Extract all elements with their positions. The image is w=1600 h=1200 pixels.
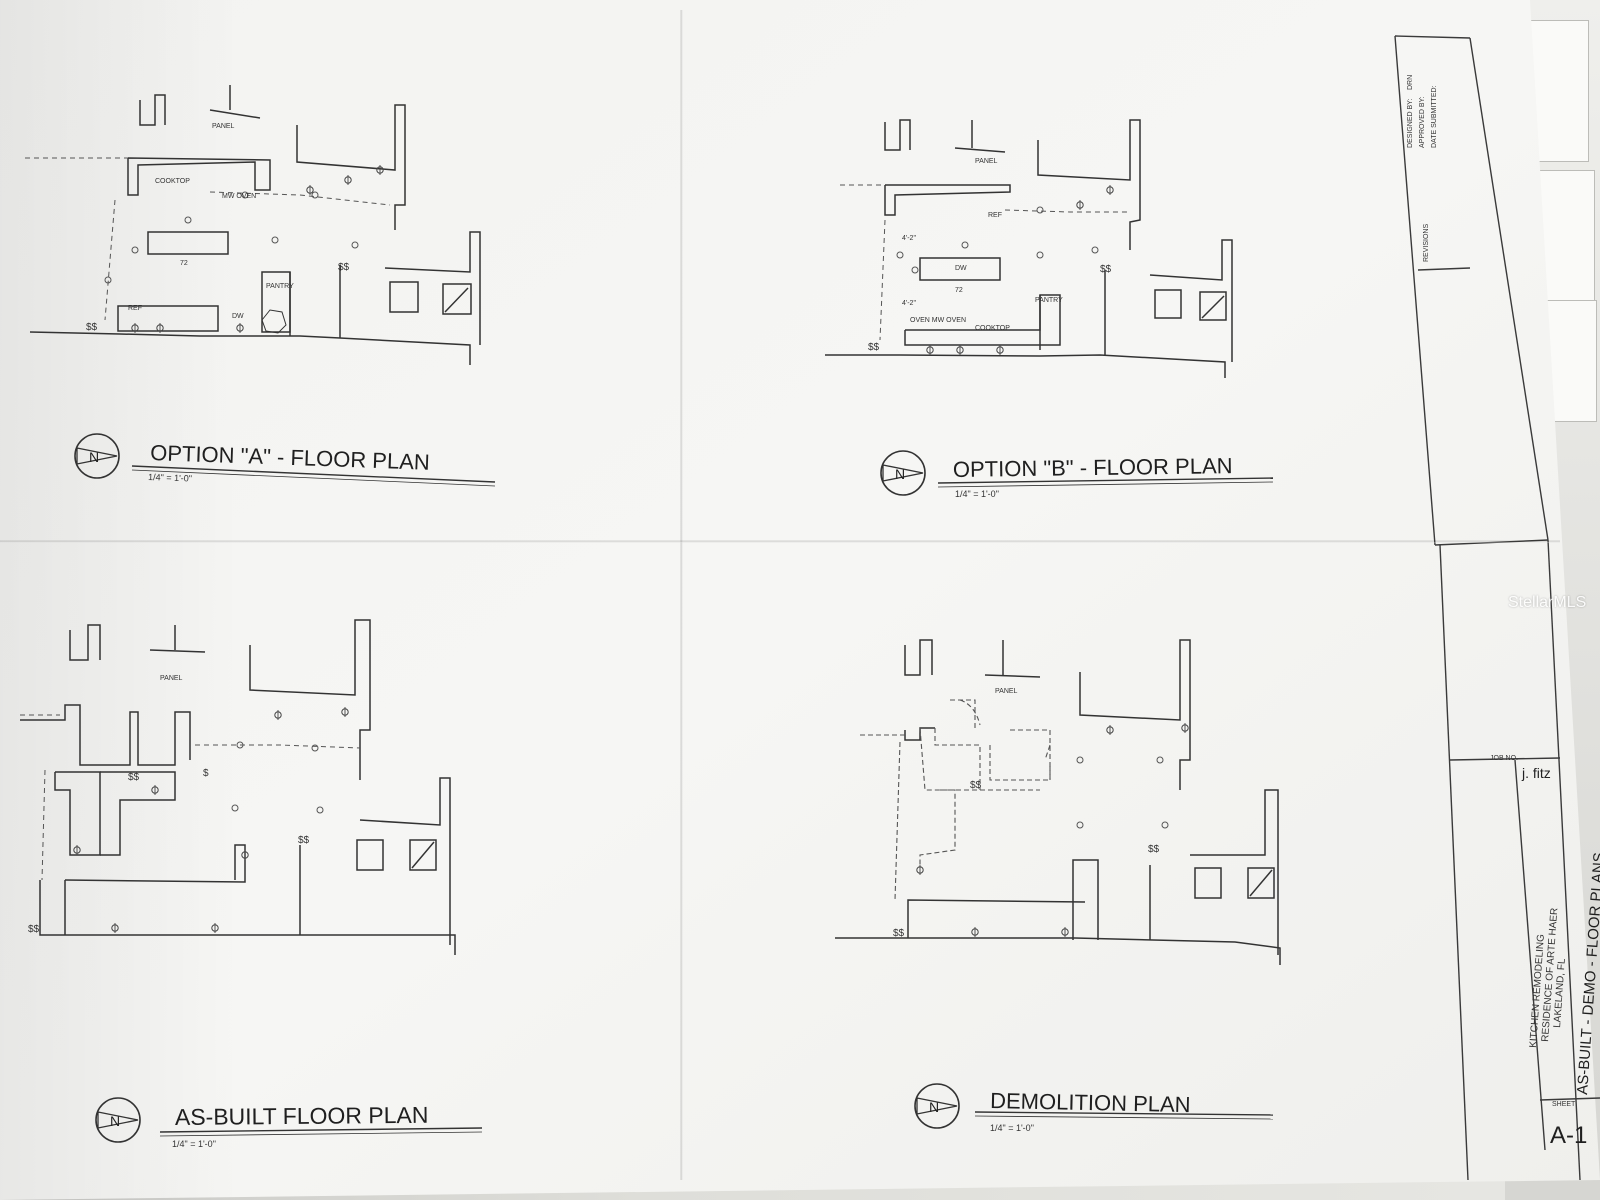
job-no-label: JOB NO. xyxy=(1490,755,1518,762)
label-panel-b: PANEL xyxy=(975,158,998,165)
label-switch-asbuilt1: $$ xyxy=(298,835,310,846)
label-switch-asbuilt2: $$ xyxy=(28,924,40,935)
north-label-b: N xyxy=(895,466,905,482)
label-pantry-b: PANTRY xyxy=(1035,297,1063,304)
scale-as-built: 1/4" = 1'-0" xyxy=(172,1139,216,1149)
label-mw-oven-a: MW OVEN xyxy=(222,193,256,200)
label-switch-asbuilt3: $$ xyxy=(128,772,140,783)
plan-option-b-labels: PANEL REF DW 72 COOKTOP PANTRY OVEN MW O… xyxy=(868,158,1112,353)
watermark: StellarMLS xyxy=(1508,594,1587,611)
label-switch-a1: $$ xyxy=(338,262,350,273)
plan-option-a-labels: PANEL COOKTOP MW OVEN REF DW PANTRY 72 $… xyxy=(86,123,350,333)
label-panel-demo: PANEL xyxy=(995,688,1018,695)
label-dw-a: DW xyxy=(232,313,244,320)
plan-demolition-labels: PANEL $$ $$ $$ xyxy=(893,688,1160,939)
job-no-value: j. fitz xyxy=(1521,765,1551,781)
title-as-built: N AS-BUILT FLOOR PLAN 1/4" = 1'-0" xyxy=(95,1097,483,1149)
sheet-number: A-1 xyxy=(1550,1122,1587,1149)
label-ref-b: REF xyxy=(988,212,1002,219)
label-ref-a: REF xyxy=(128,305,142,312)
date-submitted-label: DATE SUBMITTED: xyxy=(1431,85,1438,148)
label-dim-b2: 4'-2" xyxy=(902,300,916,307)
label-switch-asbuilt4: $ xyxy=(203,768,209,779)
label-cooktop-a: COOKTOP xyxy=(155,178,190,185)
label-switch-a2: $$ xyxy=(86,322,98,333)
scale-option-b: 1/4" = 1'-0" xyxy=(955,489,999,499)
title-option-b: N OPTION "B" - FLOOR PLAN 1/4" = 1'-0" xyxy=(880,450,1274,499)
north-label-demo: N xyxy=(929,1099,939,1115)
label-dim-b1: 4'-2" xyxy=(902,235,916,242)
label-72-b: 72 xyxy=(955,287,963,294)
plan-as-built xyxy=(20,619,456,955)
label-switch-b1: $$ xyxy=(1100,264,1112,275)
title-as-built-text: AS-BUILT FLOOR PLAN xyxy=(175,1102,429,1130)
label-72-a: 72 xyxy=(180,260,188,267)
label-switch-demo3: $$ xyxy=(970,780,982,791)
designed-by-label: DESIGNED BY: xyxy=(1407,99,1414,148)
plan-demolition xyxy=(835,639,1281,965)
plan-option-a xyxy=(29,85,481,365)
plan-as-built-dashed xyxy=(20,714,361,881)
sheet-label: SHEET xyxy=(1552,1101,1576,1108)
drawn-by: DRN xyxy=(1407,75,1414,90)
approved-by-label: APPROVED BY: xyxy=(1419,96,1426,148)
plan-as-built-labels: PANEL $$ $$ $$ $ xyxy=(28,675,310,935)
scale-demolition: 1/4" = 1'-0" xyxy=(990,1123,1034,1133)
label-oven-b: OVEN MW OVEN xyxy=(910,317,966,324)
title-option-b-text: OPTION "B" - FLOOR PLAN xyxy=(953,453,1233,482)
label-pantry-a: PANTRY xyxy=(266,283,294,290)
label-switch-demo2: $$ xyxy=(893,928,905,939)
title-block xyxy=(1394,35,1600,1181)
label-switch-b2: $$ xyxy=(868,342,880,353)
north-label-asbuilt: N xyxy=(110,1113,120,1129)
north-label-a: N xyxy=(89,449,99,465)
revisions-label: REVISIONS xyxy=(1423,224,1430,262)
fold-vertical xyxy=(680,10,683,1180)
label-switch-demo1: $$ xyxy=(1148,844,1160,855)
project-line-3: LAKELAND, FL xyxy=(1552,958,1568,1029)
plan-demolition-dashed xyxy=(860,699,1051,901)
plan-option-b-dashed xyxy=(840,184,1130,341)
fold-horizontal xyxy=(0,540,1560,543)
label-panel-a: PANEL xyxy=(212,123,235,130)
label-panel-asbuilt: PANEL xyxy=(160,675,183,682)
scale-option-a: 1/4" = 1'-0" xyxy=(148,472,192,484)
plan-option-b xyxy=(825,119,1233,378)
label-cooktop-b: COOKTOP xyxy=(975,325,1010,332)
label-dw-b: DW xyxy=(955,265,967,272)
plan-option-a-dashed xyxy=(25,157,391,321)
title-demolition: N DEMOLITION PLAN 1/4" = 1'-0" xyxy=(914,1083,1274,1133)
